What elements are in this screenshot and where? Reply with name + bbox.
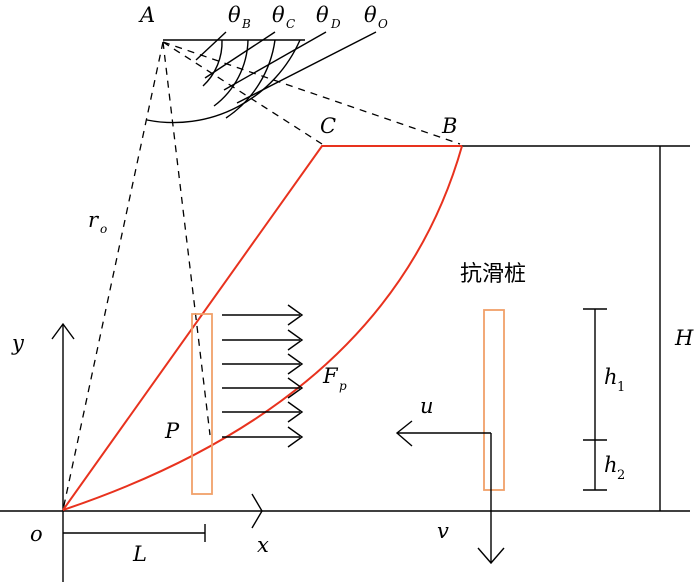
arc-theta-D	[225, 39, 276, 119]
slope-surface	[62, 145, 462, 511]
label-h1-subscript: 1	[617, 380, 625, 395]
radius-ro-dashed	[62, 41, 164, 511]
radius-C-dashed	[162, 41, 323, 145]
anti-slide-pile-P	[191, 313, 213, 495]
label-H: H	[674, 326, 694, 350]
label-y-axis: y	[11, 331, 25, 355]
leader-theta-O	[236, 31, 377, 104]
x-axis-arrowhead	[251, 493, 263, 529]
leader-theta-B	[195, 31, 227, 61]
arc-theta-C	[213, 39, 249, 107]
label-Fp-subscript: p	[339, 379, 347, 393]
label-theta-D-subscript: D	[330, 17, 341, 31]
u-axis-arrowhead	[395, 420, 413, 447]
label-anti-slide-pile: 抗滑桩	[460, 262, 526, 287]
label-theta-C-subscript: C	[286, 17, 295, 31]
label-ro-subscript: o	[100, 222, 107, 236]
force-arrows-Fp	[222, 304, 304, 448]
label-Fp: F	[322, 364, 339, 388]
leader-theta-D	[223, 31, 327, 91]
label-P: P	[164, 419, 180, 443]
radius-P-dashed	[162, 41, 211, 436]
label-ro: r	[88, 208, 100, 232]
label-x-axis: x	[257, 533, 269, 557]
label-origin-o: o	[30, 522, 43, 546]
label-theta-C: θ	[272, 3, 285, 27]
label-theta-B-subscript: B	[241, 17, 251, 31]
label-h1: h	[604, 365, 618, 389]
label-theta-B: θ	[228, 3, 241, 27]
label-theta-D: θ	[316, 3, 329, 27]
leader-theta-C	[204, 31, 276, 79]
v-axis-arrowhead	[477, 547, 505, 565]
label-v: v	[437, 519, 449, 543]
label-L: L	[132, 542, 147, 566]
arc-theta-O	[146, 39, 301, 124]
label-C: C	[320, 114, 336, 138]
y-axis-arrowhead	[51, 322, 75, 340]
label-B: B	[441, 114, 457, 138]
arc-theta-B	[202, 39, 223, 87]
anti-slide-pile-right	[483, 309, 505, 491]
label-theta-O: θ	[364, 3, 377, 27]
label-h2: h	[604, 453, 618, 477]
radius-B-dashed	[162, 41, 461, 145]
label-A: A	[138, 3, 155, 27]
slip-surface	[62, 145, 463, 511]
label-theta-O-subscript: O	[378, 17, 388, 31]
label-u: u	[420, 394, 434, 418]
label-h2-subscript: 2	[617, 468, 625, 483]
